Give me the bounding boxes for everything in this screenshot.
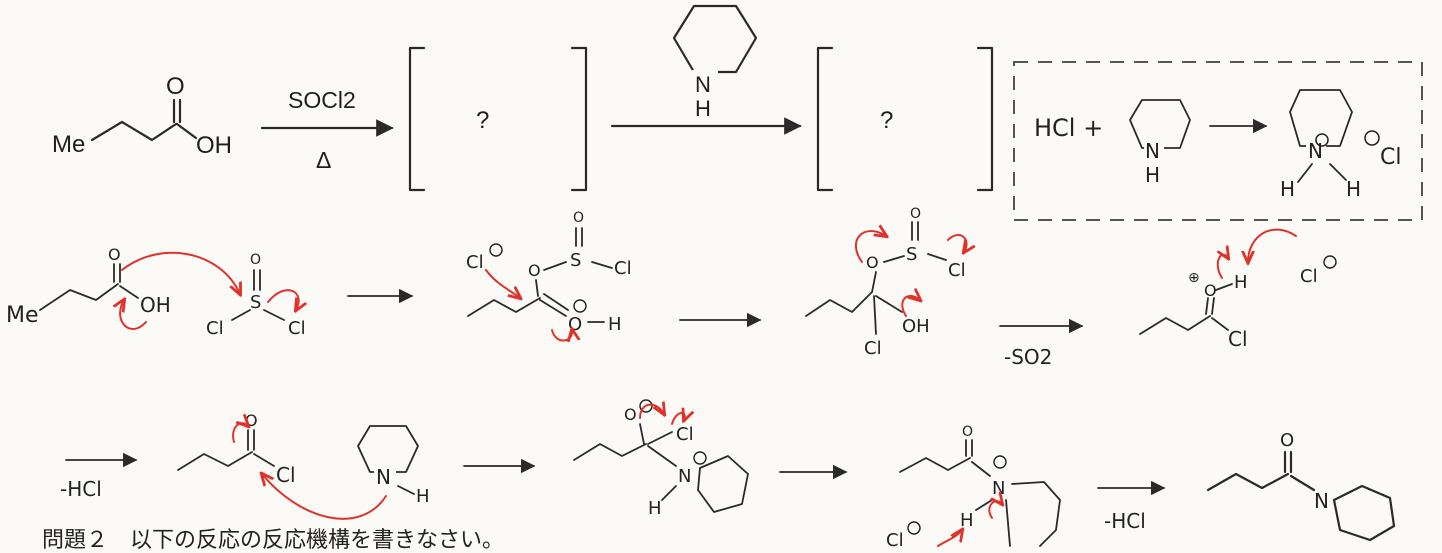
m1-s-label: S: [250, 292, 261, 313]
r2-amide-h-label: H: [960, 510, 974, 531]
heat-label: Δ: [316, 147, 331, 173]
m4-o-label: O: [1204, 281, 1217, 300]
m4-h-label: H: [1234, 272, 1248, 293]
product-o-label: O: [1280, 430, 1294, 451]
m1-s-o-label: O: [250, 252, 261, 268]
m2-arrow-3: -HCl: [1097, 480, 1166, 533]
r2-pip-n-label: N: [376, 465, 391, 489]
unknown-2-label: ?: [880, 107, 893, 134]
hcl-plus-label: HCl +: [1034, 114, 1103, 142]
r2-int-n-label: N: [678, 466, 691, 487]
r2-amide-n-label: N: [992, 478, 1005, 499]
reaction-arrow-1: SOCl2 Δ: [260, 87, 394, 173]
m2-cl-anion-label: Cl: [466, 252, 484, 273]
m2-oplus-label: O: [568, 314, 582, 335]
mech-step-protonated-acyl-chloride: ⊕ O H Cl Cl: [1139, 228, 1337, 351]
unknown-1-label: ?: [476, 107, 489, 134]
minus-hcl-2-label: -HCl: [1104, 509, 1146, 533]
m1-cl-right-label: Cl: [288, 318, 306, 339]
m3-oh-label: OH: [902, 316, 930, 337]
r2-int-o-label: O: [624, 405, 637, 424]
m3-s-cl-label: Cl: [948, 260, 966, 281]
m1-me-label: Me: [6, 303, 39, 328]
intermediate-bracket-1: ?: [408, 46, 588, 192]
m1-oh-label: OH: [140, 293, 171, 317]
m3-cl-label: Cl: [864, 338, 882, 359]
m1-arrow-3: -SO2: [999, 318, 1084, 369]
note-nplus-label: N: [1308, 139, 1323, 163]
r2-amide-cl-anion-label: Cl: [886, 530, 904, 548]
mech-step-tetrahedral-aminium: O Cl N H: [573, 399, 749, 519]
r2-acyl-o-label: O: [245, 411, 258, 430]
note-n-label: N: [1145, 139, 1160, 163]
m1-o-label: O: [108, 245, 121, 264]
m3-s-o-label: O: [910, 206, 921, 222]
r2-int-h-label: H: [648, 498, 662, 519]
final-amide-product: O N: [1206, 430, 1396, 542]
m2-s-label: S: [570, 250, 581, 271]
m2-s-o-label: O: [573, 210, 584, 226]
minus-so2-label: -SO2: [1004, 345, 1052, 369]
m2-s-cl-label: Cl: [614, 258, 632, 279]
r2-pip-h-label: H: [416, 486, 430, 507]
r2-amide-o-label: O: [962, 424, 973, 440]
m3-s-label: S: [906, 244, 917, 265]
m2-arrow-minus-hcl: -HCl: [60, 452, 138, 501]
r2-int-cl-label: Cl: [676, 424, 694, 445]
problem-caption: 問題２ 以下の反応の反応機構を書きなさい。: [42, 528, 505, 553]
hydroxyl-label: OH: [196, 132, 232, 159]
minus-hcl-1-label: -HCl: [60, 477, 102, 501]
m4-cl-label: Cl: [1228, 327, 1248, 351]
m2-o-link-label: O: [528, 261, 541, 280]
r2-acyl-cl-label: Cl: [276, 463, 296, 487]
mech-step-tetrahedral: O S O Cl OH Cl: [805, 206, 967, 359]
me-label: Me: [52, 131, 85, 158]
mech-step-chlorosulfite-oxonium: Cl O S O Cl O H: [466, 210, 632, 341]
reaction-arrow-2: N H: [610, 4, 802, 135]
socl2-label: SOCl2: [288, 87, 356, 113]
m4-cl-anion-label: Cl: [1300, 266, 1318, 287]
product-n-label: N: [1314, 489, 1329, 513]
mech-step-protonated-amide: O N H Cl: [886, 424, 1061, 548]
piperidine-h-label: H: [695, 96, 711, 121]
m3-o-label: O: [866, 253, 879, 272]
mech-step-acyl-chloride-plus-piperidine: O Cl N H: [177, 411, 430, 520]
intermediate-bracket-2: ?: [816, 46, 994, 192]
note-h-right-label: H: [1346, 177, 1361, 201]
hcl-scavenging-note: HCl + N H N H H Cl: [1013, 61, 1423, 221]
m4-oplus-mark: ⊕: [1188, 270, 1200, 286]
mech-step-acid-plus-socl2: Me O OH S O Cl Cl: [6, 245, 306, 339]
note-h-left-label: H: [1280, 177, 1295, 201]
carbonyl-o-label: O: [166, 73, 185, 100]
m2-h-label: H: [608, 314, 622, 335]
butanoic-acid: Me O OH: [52, 73, 232, 159]
note-h-label: H: [1145, 163, 1160, 187]
m1-cl-left-label: Cl: [206, 318, 224, 339]
piperidine-n-label: N: [695, 72, 711, 97]
note-chloride-label: Cl: [1380, 145, 1401, 170]
